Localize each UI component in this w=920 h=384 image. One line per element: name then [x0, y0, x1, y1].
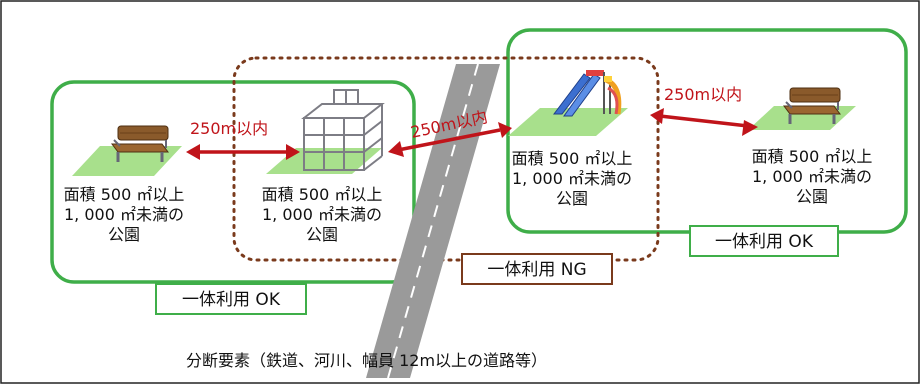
- middle-ng-label: 一体利用 NG: [461, 253, 613, 285]
- svg-text:一体利用 OK: 一体利用 OK: [715, 232, 814, 252]
- svg-text:一体利用 OK: 一体利用 OK: [182, 290, 281, 310]
- distance-label-left: 250m以内: [190, 119, 268, 138]
- svg-text:一体利用 NG: 一体利用 NG: [487, 260, 586, 280]
- svg-text:1, 000 ㎡未満の: 1, 000 ㎡未満の: [512, 169, 632, 188]
- svg-text:公園: 公園: [556, 189, 588, 208]
- svg-text:公園: 公園: [306, 225, 338, 244]
- svg-text:1, 000 ㎡未満の: 1, 000 ㎡未満の: [752, 167, 872, 186]
- right-ok-label: 一体利用 OK: [689, 225, 839, 257]
- divider-caption: 分断要素（鉄道、河川、幅員 12m以上の道路等）: [186, 351, 547, 370]
- svg-text:公園: 公園: [108, 225, 140, 244]
- arrow-left: [186, 144, 300, 160]
- park-caption-1: 面積 500 ㎡以上 1, 000 ㎡未満の 公園: [64, 185, 185, 244]
- left-ok-label: 一体利用 OK: [155, 283, 307, 315]
- svg-text:1, 000 ㎡未満の: 1, 000 ㎡未満の: [64, 205, 184, 224]
- svg-text:面積 500 ㎡以上: 面積 500 ㎡以上: [64, 185, 185, 204]
- svg-text:面積 500 ㎡以上: 面積 500 ㎡以上: [262, 185, 383, 204]
- park-caption-3: 面積 500 ㎡以上 1, 000 ㎡未満の 公園: [512, 149, 633, 208]
- svg-text:1, 000 ㎡未満の: 1, 000 ㎡未満の: [262, 205, 382, 224]
- svg-text:公園: 公園: [796, 187, 828, 206]
- park-grass-1: [72, 146, 182, 176]
- divider-road: [366, 63, 500, 379]
- svg-text:面積 500 ㎡以上: 面積 500 ㎡以上: [512, 149, 633, 168]
- slide-icon: [553, 70, 622, 117]
- park-caption-2: 面積 500 ㎡以上 1, 000 ㎡未満の 公園: [262, 185, 383, 244]
- bench-icon: [783, 87, 841, 124]
- park-caption-4: 面積 500 ㎡以上 1, 000 ㎡未満の 公園: [752, 147, 873, 206]
- bench-icon: [111, 125, 169, 162]
- arrow-right: [650, 108, 758, 136]
- distance-label-right: 250m以内: [664, 85, 742, 104]
- arrow-middle: [388, 122, 512, 157]
- svg-text:面積 500 ㎡以上: 面積 500 ㎡以上: [752, 147, 873, 166]
- park-grass-3: [508, 108, 628, 136]
- jungle-gym-icon: [301, 89, 385, 171]
